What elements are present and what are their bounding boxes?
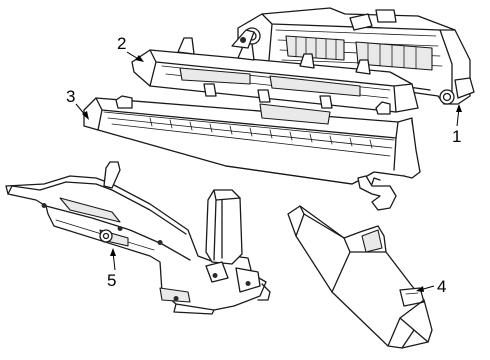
callout-part-5: 5	[107, 271, 117, 290]
part-4-bin	[287, 205, 433, 349]
callout-part-1: 1	[452, 127, 462, 146]
leader-lines	[75, 51, 462, 292]
part-3-vent-bar	[83, 95, 421, 211]
part-1-housing	[237, 7, 475, 105]
part-2-duct	[131, 29, 419, 113]
callout-part-3: 3	[66, 87, 76, 106]
callout-part-2: 2	[117, 34, 127, 53]
callout-part-4: 4	[437, 277, 447, 296]
part-5-bracket	[5, 161, 271, 315]
